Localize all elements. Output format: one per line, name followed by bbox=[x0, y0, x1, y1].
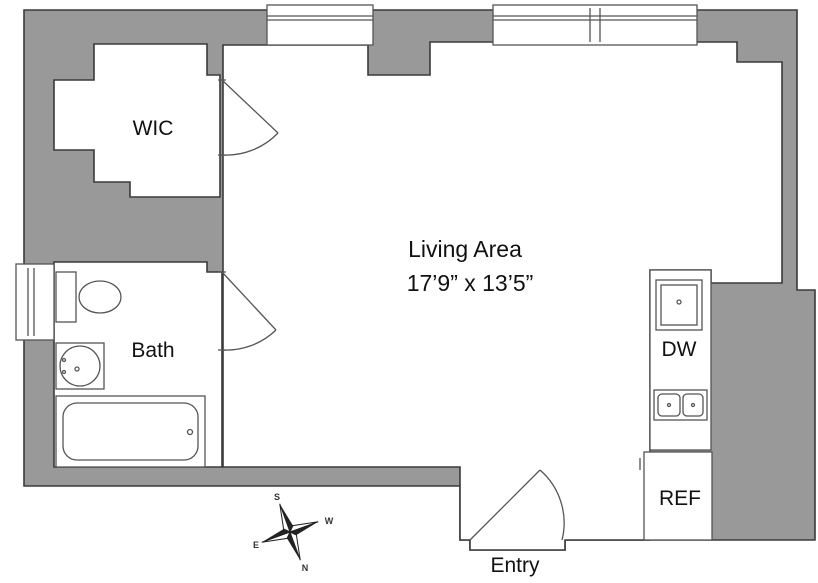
cooktop-icon bbox=[655, 279, 703, 331]
compass-north-label: N bbox=[302, 563, 309, 573]
refrigerator-label: REF bbox=[659, 487, 701, 510]
compass-west-label: W bbox=[325, 516, 334, 526]
bathtub-icon bbox=[55, 395, 206, 468]
window-top-right bbox=[492, 4, 698, 46]
kitchen-sink-icon bbox=[653, 389, 708, 421]
bath-label: Bath bbox=[131, 339, 174, 362]
entry-door bbox=[469, 469, 565, 541]
compass-east-label: E bbox=[253, 540, 259, 550]
window-bath bbox=[15, 263, 55, 341]
living-area-label: Living Area bbox=[408, 236, 522, 262]
wic-label: WIC bbox=[133, 117, 174, 140]
window-top-left bbox=[266, 4, 374, 46]
wic-floor bbox=[53, 43, 221, 198]
wic-door bbox=[218, 79, 279, 156]
compass-south-label: S bbox=[274, 492, 280, 502]
dishwasher-label: DW bbox=[662, 338, 697, 361]
bath-sink-icon bbox=[55, 342, 105, 390]
bath-door bbox=[218, 271, 277, 351]
refrigerator-icon bbox=[639, 451, 713, 541]
entry-label: Entry bbox=[490, 554, 540, 577]
toilet-icon bbox=[55, 271, 122, 323]
compass-icon bbox=[261, 503, 319, 561]
living-area-dimensions: 17’9” x 13’5” bbox=[407, 270, 534, 296]
